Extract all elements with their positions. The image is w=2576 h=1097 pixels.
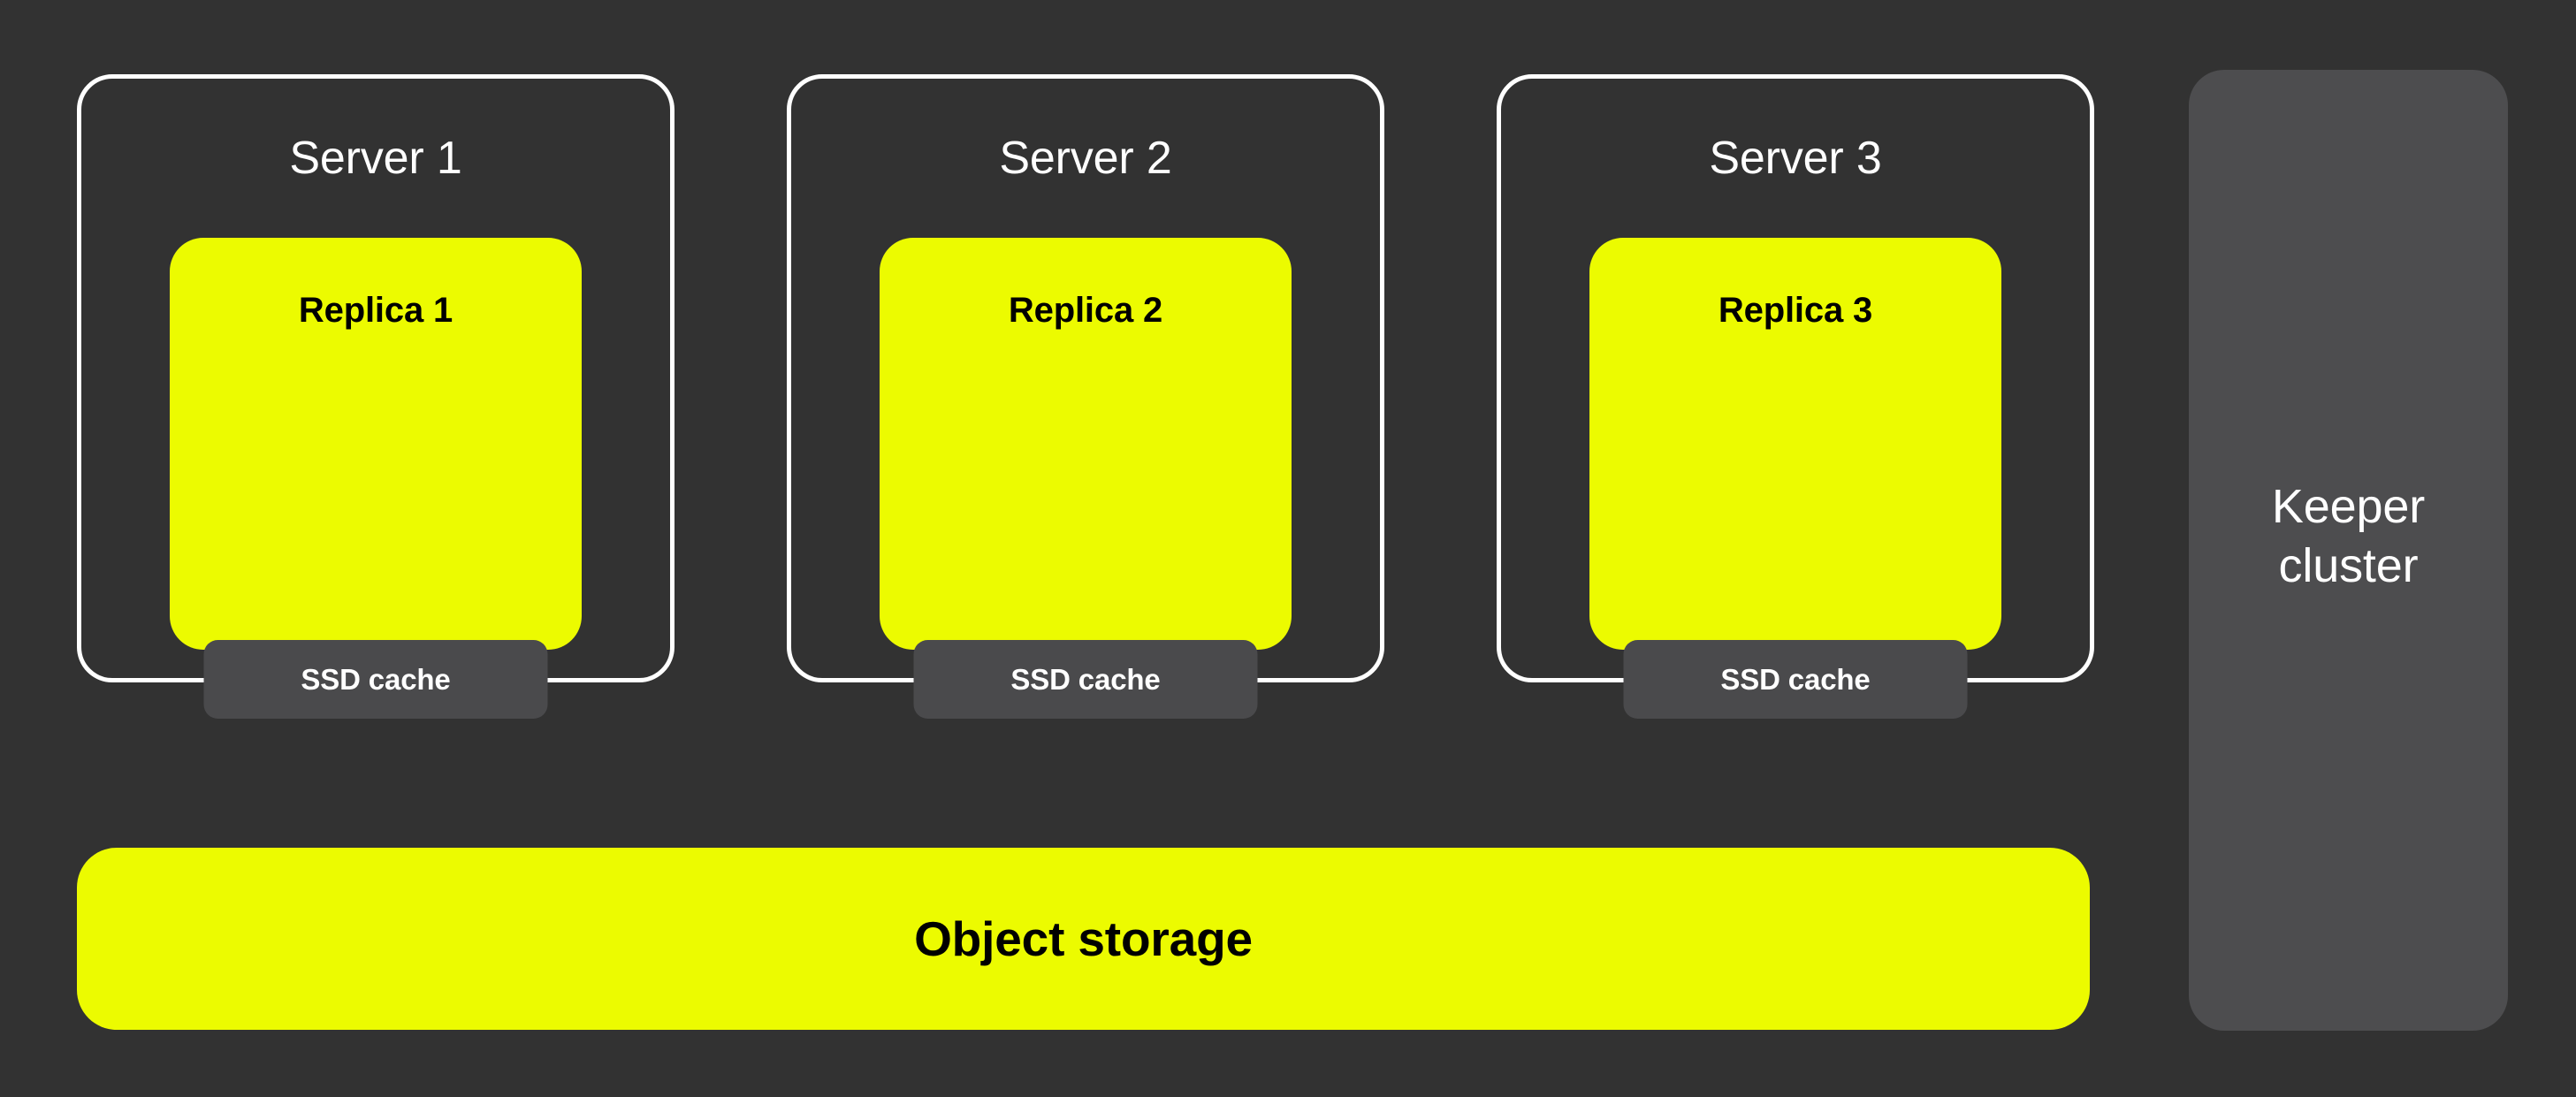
server-box-3: Server 3 Replica 3 SSD cache (1497, 74, 2094, 719)
ssd-cache-badge: SSD cache (203, 640, 548, 719)
server-box-1: Server 1 Replica 1 SSD cache (77, 74, 674, 719)
ssd-cache-label: SSD cache (301, 663, 451, 696)
ssd-cache-label: SSD cache (1720, 663, 1871, 696)
replica-label: Replica 3 (1718, 291, 1873, 330)
object-storage-label: Object storage (914, 910, 1253, 966)
replica-box: Replica 2 (880, 238, 1292, 650)
server-label: Server 1 (289, 133, 462, 184)
server-box-2: Server 2 Replica 2 SSD cache (787, 74, 1384, 719)
ssd-cache-badge: SSD cache (913, 640, 1258, 719)
replica-label: Replica 2 (1008, 291, 1163, 330)
server-label: Server 3 (1709, 133, 1882, 184)
keeper-cluster-label: Keeper cluster (2271, 479, 2426, 592)
ssd-cache-label: SSD cache (1010, 663, 1161, 696)
keeper-cluster-panel: Keeper cluster (2189, 70, 2508, 1031)
ssd-cache-badge: SSD cache (1623, 640, 1968, 719)
server-label: Server 2 (999, 133, 1172, 184)
object-storage-bar: Object storage (77, 848, 2090, 1030)
replica-box: Replica 3 (1589, 238, 2001, 650)
replica-label: Replica 1 (298, 291, 453, 330)
replica-box: Replica 1 (170, 238, 582, 650)
